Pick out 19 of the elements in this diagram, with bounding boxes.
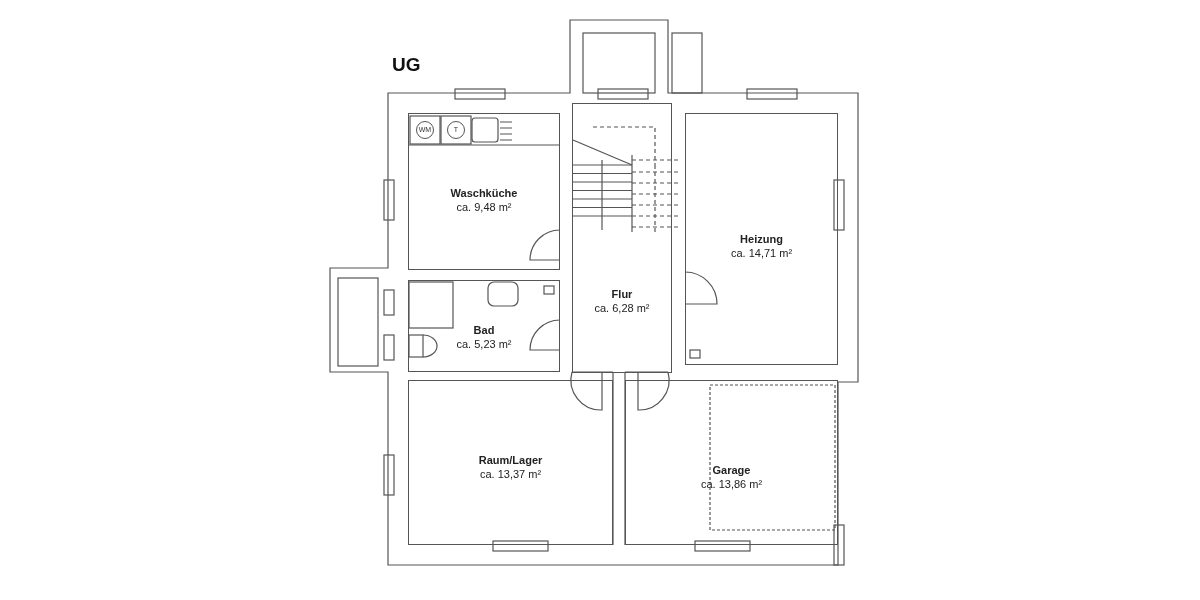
room-name: Heizung <box>739 232 784 246</box>
room-name: Raum/Lager <box>477 453 544 467</box>
room-area: ca. 5,23 m² <box>409 337 559 351</box>
room-name: Garage <box>711 463 752 477</box>
floor-title: UG <box>392 54 421 76</box>
room-outline <box>572 103 672 373</box>
room-outline <box>685 113 838 365</box>
room-name: Bad <box>472 323 496 337</box>
room-area: ca. 13,37 m² <box>409 467 612 481</box>
room-area: ca. 13,86 m² <box>626 477 837 491</box>
room-outline <box>408 113 560 270</box>
room-outline <box>625 380 838 545</box>
room-outline <box>408 380 613 545</box>
room-area: ca. 14,71 m² <box>686 246 837 260</box>
room-area: ca. 6,28 m² <box>573 301 671 315</box>
room-name: Waschküche <box>449 186 519 200</box>
room-area: ca. 9,48 m² <box>409 200 559 214</box>
room-name: Flur <box>610 287 634 301</box>
room-outline <box>408 280 560 372</box>
